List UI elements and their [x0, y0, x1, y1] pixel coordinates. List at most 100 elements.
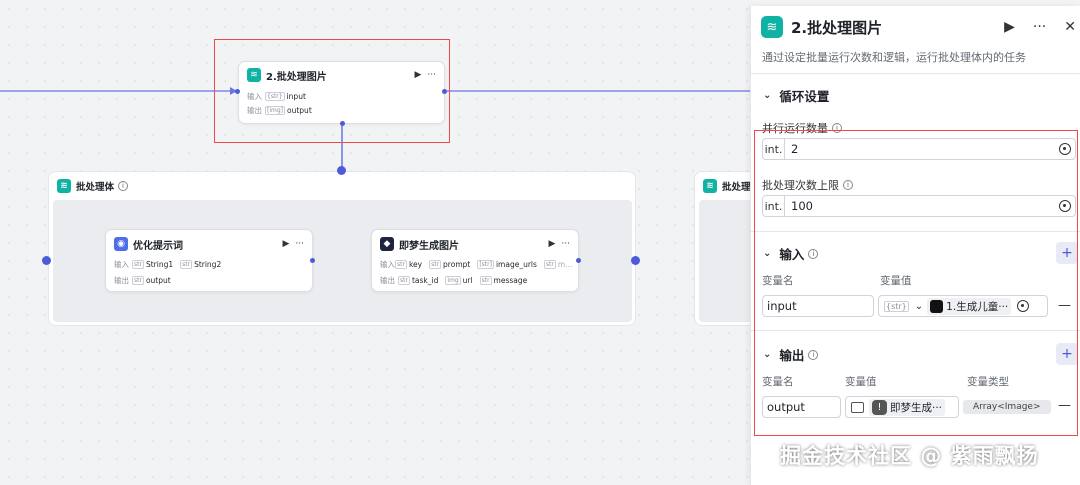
type-tag: {str} [265, 91, 285, 101]
input-var-value-field[interactable]: {str} ⌄ 1.生成儿童··· [878, 295, 1048, 317]
batch-limit-input[interactable]: int. 100 [762, 195, 1076, 217]
image-icon [851, 401, 864, 413]
batch-layers-icon: ≋ [703, 179, 717, 193]
param-name: message [493, 275, 528, 285]
play-icon[interactable]: ▶ [548, 239, 556, 249]
output-var-name-field[interactable]: output [762, 396, 841, 418]
add-output-button[interactable]: + [1056, 343, 1078, 365]
type-tag: str [132, 259, 144, 269]
param-name: key [408, 259, 423, 269]
section-title: 循环设置 [779, 89, 830, 104]
info-icon: i [118, 181, 129, 191]
reference-chip[interactable]: 1.生成儿童··· [927, 297, 1012, 315]
string-type-tag: {str} [884, 300, 909, 312]
batch-limit-value[interactable]: 100 [791, 199, 813, 213]
node-port[interactable] [340, 121, 345, 126]
type-tag: str [429, 259, 442, 269]
info-icon: i [832, 123, 842, 133]
info-icon: i [808, 248, 819, 259]
node-port[interactable] [235, 89, 240, 94]
reference-chip[interactable]: ! 即梦生成··· [869, 398, 946, 416]
type-tag: str [543, 259, 556, 269]
add-input-button[interactable]: + [1056, 242, 1078, 264]
more-icon[interactable]: ··· [427, 70, 436, 80]
input-label: 输入 [380, 259, 395, 269]
type-tag: str [398, 275, 410, 285]
type-tag: str [132, 275, 144, 285]
remove-output-button[interactable]: — [1058, 398, 1071, 413]
batch-limit-label: 批处理次数上限 [762, 179, 839, 192]
remove-input-button[interactable]: — [1058, 298, 1071, 313]
var-name-column: 变量名 [762, 275, 794, 287]
group-title: 批处理体 [76, 182, 115, 193]
close-icon[interactable]: ✕ [1064, 19, 1076, 35]
group-port[interactable] [337, 166, 346, 175]
panel-description: 通过设定批量运行次数和逻辑，运行批处理体内的任务 [762, 51, 1026, 64]
divider [751, 231, 1080, 232]
output-label: 输出 [247, 105, 262, 115]
output-label: 输出 [380, 275, 395, 285]
param-name: image_urls [495, 259, 537, 269]
var-name-column: 变量名 [762, 376, 794, 388]
section-title: 输出 [779, 348, 805, 363]
type-tag: str [395, 259, 407, 269]
ref-label: 1.生成儿童··· [946, 300, 1009, 313]
output-section-header[interactable]: ⌄ 输出 i [763, 345, 819, 364]
chevron-down-icon[interactable]: ⌄ [914, 300, 924, 312]
batch-layers-icon: ≋ [57, 179, 71, 193]
play-icon[interactable]: ▶ [1004, 19, 1015, 35]
node-settings-panel: ≋ 2.批处理图片 ▶ ··· ✕ 通过设定批量运行次数和逻辑，运行批处理体内的… [750, 6, 1080, 485]
output-var-value-field[interactable]: ! 即梦生成··· [845, 396, 959, 418]
chevron-down-icon: ⌄ [763, 349, 772, 360]
node-port[interactable] [310, 258, 315, 263]
divider [751, 73, 1080, 74]
param-name: prompt [443, 259, 471, 269]
panel-title: 2.批处理图片 [791, 18, 883, 37]
output-type-chip: Array<Image> [963, 400, 1051, 414]
variable-ref-icon[interactable] [1059, 200, 1071, 212]
param-name: output [145, 275, 171, 285]
more-icon[interactable]: ··· [1032, 19, 1047, 35]
var-value-column: 变量值 [845, 376, 877, 388]
alert-icon: ! [872, 399, 887, 415]
group-port[interactable] [42, 256, 51, 265]
variable-ref-icon[interactable] [1017, 300, 1030, 312]
node-port[interactable] [442, 89, 447, 94]
var-value-column: 变量值 [880, 275, 912, 287]
more-icon[interactable]: ··· [295, 239, 304, 249]
input-section-header[interactable]: ⌄ 输入 i [763, 244, 819, 263]
info-icon: i [843, 180, 853, 190]
highlight-box [214, 39, 450, 143]
parallel-count-input[interactable]: int. 2 [762, 138, 1076, 160]
type-tag: str [479, 275, 492, 285]
loop-section-header[interactable]: ⌄ 循环设置 [763, 86, 829, 105]
type-tag: [str] [477, 259, 494, 269]
more-icon[interactable]: ··· [561, 239, 570, 249]
play-icon[interactable]: ▶ [414, 70, 422, 80]
parallel-count-label: 并行运行数量 [762, 122, 828, 135]
var-type-column: 变量类型 [967, 376, 1009, 388]
section-title: 输入 [779, 247, 805, 262]
play-icon[interactable]: ▶ [282, 239, 290, 249]
node-port[interactable] [576, 258, 581, 263]
int-type-tag: int. [763, 196, 785, 216]
type-tag: [img] [265, 105, 286, 115]
param-name: String1 [145, 259, 174, 269]
input-var-name-field[interactable]: input [762, 295, 874, 317]
robot-icon: ◉ [114, 237, 128, 251]
node-title: 2.批处理图片 [266, 71, 327, 83]
parallel-count-value[interactable]: 2 [791, 142, 799, 156]
group-port[interactable] [631, 256, 640, 265]
type-tag: img [445, 275, 461, 285]
chevron-down-icon: ⌄ [763, 248, 772, 259]
watermark: 掘金技术社区 @ 紫雨飘扬 [780, 444, 1039, 468]
param-name: String2 [194, 259, 222, 269]
int-type-tag: int. [763, 139, 785, 159]
info-icon: i [808, 349, 819, 360]
jimeng-logo-icon: ◆ [380, 237, 394, 251]
variable-ref-icon[interactable] [1059, 143, 1071, 155]
param-name: task_id [411, 275, 439, 285]
group-title: 批处理 [722, 182, 751, 193]
